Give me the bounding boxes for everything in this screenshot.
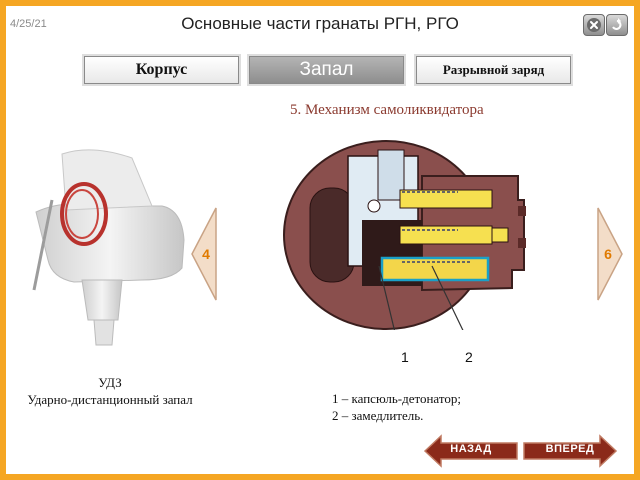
page-title: Основные части гранаты РГН, РГО (181, 14, 459, 33)
legend: 1 – капсюль-детонатор; 2 – замедлитель. (332, 390, 461, 424)
forward-arrow-icon (523, 434, 618, 468)
arrow-right-icon (597, 207, 623, 301)
callout-1: 1 (401, 349, 409, 365)
legend-item-2: 2 – замедлитель. (332, 408, 424, 423)
forward-button-label: ВПЕРЕД (545, 443, 595, 455)
legend-item-1: 1 – капсюль-детонатор; (332, 391, 461, 406)
fuze-description: Ударно-дистанционный запал (27, 392, 193, 407)
back-button[interactable]: НАЗАД (423, 434, 519, 468)
tab-zapal[interactable]: Запал (247, 54, 406, 86)
return-button[interactable] (606, 14, 628, 36)
back-button-label: НАЗАД (450, 443, 492, 455)
fuze-name: УДЗ (98, 375, 122, 390)
next-slide-button[interactable]: 6 (596, 206, 624, 302)
fuze-photo (32, 149, 185, 346)
back-arrow-icon (423, 434, 518, 468)
callout-2: 2 (465, 349, 473, 365)
self-destruct-mechanism-diagram (283, 140, 526, 330)
tab-razryvnoy-zaryad-label: Разрывной заряд (442, 62, 545, 77)
tab-korpus-label: Корпус (135, 61, 188, 78)
tab-korpus[interactable]: Корпус (82, 54, 241, 86)
prev-slide-button[interactable]: 4 (190, 206, 218, 302)
tab-razryvnoy-zaryad[interactable]: Разрывной заряд (414, 54, 573, 86)
section-subtitle: 5. Механизм самоликвидатора (290, 102, 484, 118)
next-slide-number: 6 (604, 246, 612, 262)
close-button[interactable] (583, 14, 605, 36)
prev-slide-number: 4 (202, 246, 210, 262)
close-icon (587, 18, 601, 32)
return-icon (612, 18, 622, 30)
slide-date: 4/25/21 (10, 18, 47, 30)
fuze-caption: УДЗ Ударно-дистанционный запал (20, 374, 200, 408)
arrow-left-icon (191, 207, 217, 301)
forward-button[interactable]: ВПЕРЕД (522, 434, 618, 468)
tab-zapal-label: Запал (299, 59, 354, 80)
